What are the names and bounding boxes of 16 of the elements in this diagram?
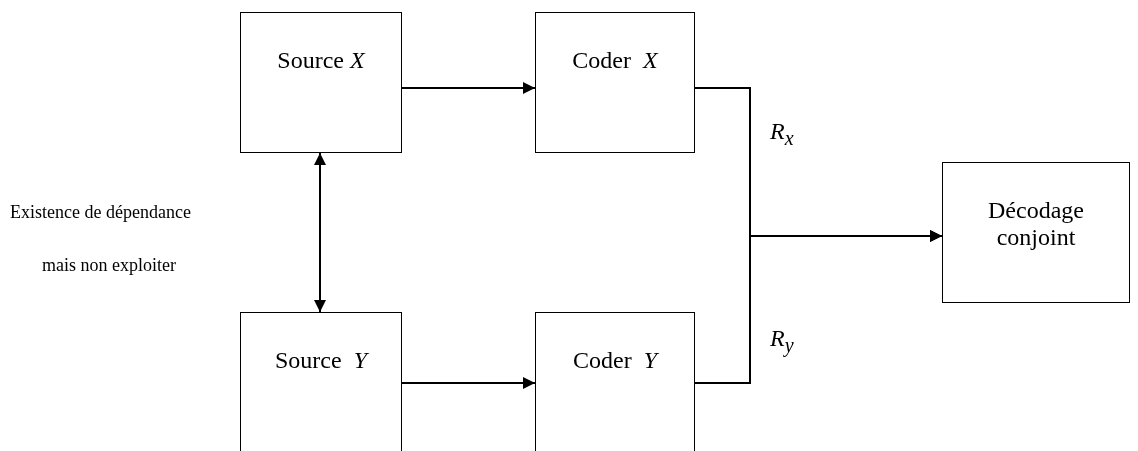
- note-text: mais non exploiter: [42, 255, 176, 276]
- process-box: [535, 312, 695, 451]
- arrow: [401, 377, 536, 389]
- process-box: [240, 312, 402, 451]
- box-label: Source X: [277, 47, 365, 74]
- box-label: Coder X: [572, 47, 658, 74]
- arrow: [694, 230, 943, 384]
- box-label: Source Y: [275, 347, 367, 374]
- box-label: Décodage conjoint: [987, 197, 1085, 251]
- arrow: [314, 152, 326, 313]
- process-box: [240, 12, 402, 153]
- box-label: Coder Y: [573, 347, 657, 374]
- arrow: [401, 82, 536, 94]
- note-text: Existence de dépendance: [10, 202, 191, 223]
- process-box: [942, 162, 1130, 303]
- process-box: [535, 12, 695, 153]
